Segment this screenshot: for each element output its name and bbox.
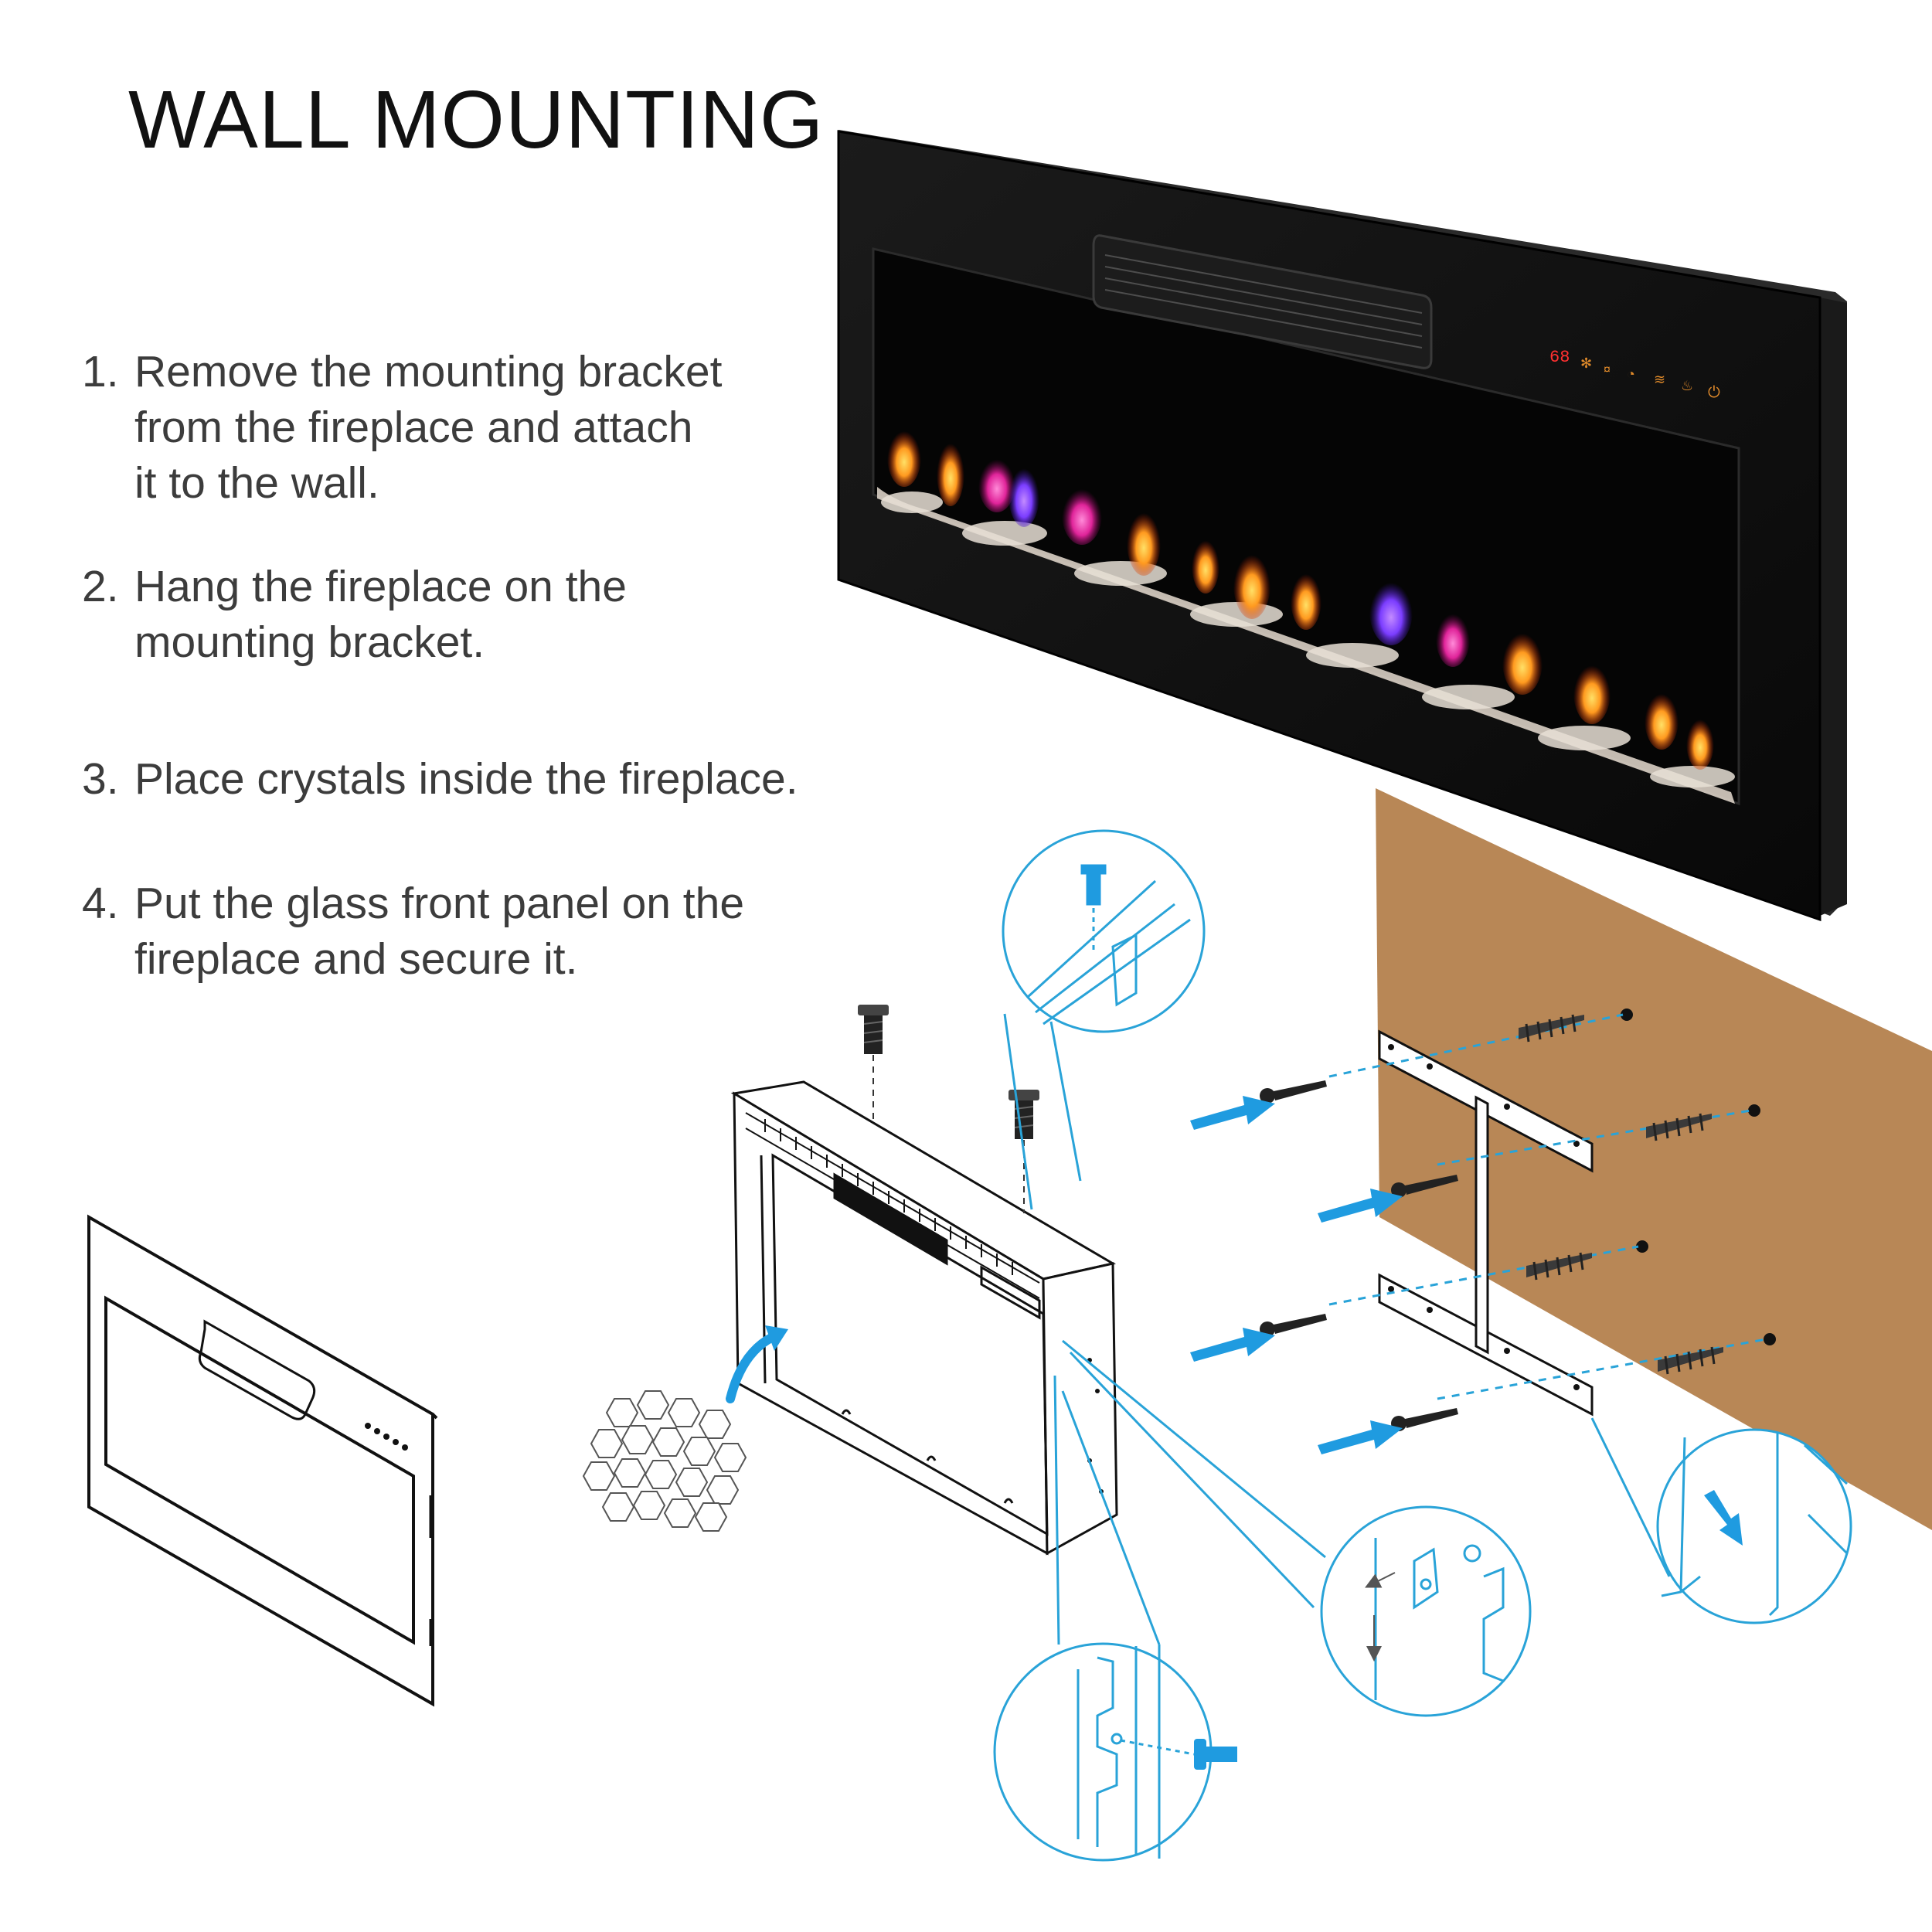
crystal-icon (582, 1390, 747, 1532)
step-2: 2. Hang the fireplace on the mounting br… (82, 559, 855, 670)
power-icon[interactable]: ⏻ (1708, 384, 1720, 401)
flame-color-icon[interactable]: ♨ (1681, 378, 1693, 393)
glass-front-panel (87, 1214, 438, 1707)
step-number: 1. (82, 347, 119, 396)
arrow-icon (1190, 1096, 1275, 1130)
step-text-line: it to the wall. (134, 458, 379, 508)
arrow-icon (1318, 1189, 1403, 1223)
detail-callout-bottom-center (1062, 1339, 1532, 1717)
arrow-icon (1190, 1328, 1275, 1362)
step-1: 1. Remove the mounting bracket from the … (82, 344, 855, 511)
fireplace-frame-drawing (730, 1080, 1118, 1556)
step-text-line: Hang the fireplace on the (134, 562, 627, 611)
screw-icon (1391, 1175, 1458, 1198)
step-text-line: fireplace and secure it. (134, 934, 578, 984)
screw-icon (1391, 1408, 1458, 1431)
detail-callout-bottom-left (993, 1375, 1237, 1862)
step-number: 2. (82, 562, 119, 611)
screw-icon (1260, 1080, 1327, 1104)
step-3: 3. Place crystals inside the fireplace. (82, 751, 855, 807)
crystal-bed (877, 487, 1735, 804)
wall-panel (1376, 788, 1932, 1530)
wall-anchor-icon (1519, 1014, 1584, 1043)
arrow-icon (1318, 1420, 1403, 1454)
step-number: 4. (82, 879, 119, 928)
arrow-icon (726, 1332, 777, 1403)
heater-grille (1092, 234, 1433, 369)
detail-callout-bottom-right (1590, 1417, 1852, 1624)
step-text-line: Remove the mounting bracket (134, 347, 723, 396)
step-text-line: from the fireplace and attach (134, 403, 693, 452)
wall-anchor-icon (1646, 1113, 1712, 1141)
arrow-icon (1704, 1490, 1743, 1546)
snowflake-icon[interactable]: ✻ (1580, 355, 1592, 371)
step-4: 4. Put the glass front panel on the fire… (82, 876, 855, 987)
wall-anchor-icon (1658, 1346, 1723, 1375)
detail-callout-top (1002, 829, 1206, 1210)
step-text-line: Put the glass front panel on the (134, 879, 745, 928)
step-text-line: Place crystals inside the fireplace. (134, 754, 798, 804)
fireplace-product: 68 ✻ ¤ ◔ ≋ ♨ ⏻ (837, 130, 1847, 922)
control-panel: 68 ✻ ¤ ◔ ≋ ♨ ⏻ (1549, 348, 1720, 401)
screw-icon (858, 1005, 889, 1124)
flame-icon[interactable]: ≋ (1654, 372, 1665, 387)
flames (887, 425, 1714, 770)
wall-anchor-icon (1526, 1252, 1592, 1281)
step-text-line: mounting bracket. (134, 617, 485, 667)
display-readout: 68 (1549, 348, 1570, 367)
page-title: WALL MOUNTING (128, 74, 825, 165)
screw-icon (1260, 1314, 1327, 1337)
timer-icon[interactable]: ◔ (1627, 366, 1635, 382)
heat-icon[interactable]: ¤ (1604, 363, 1611, 376)
step-number: 3. (82, 754, 119, 804)
